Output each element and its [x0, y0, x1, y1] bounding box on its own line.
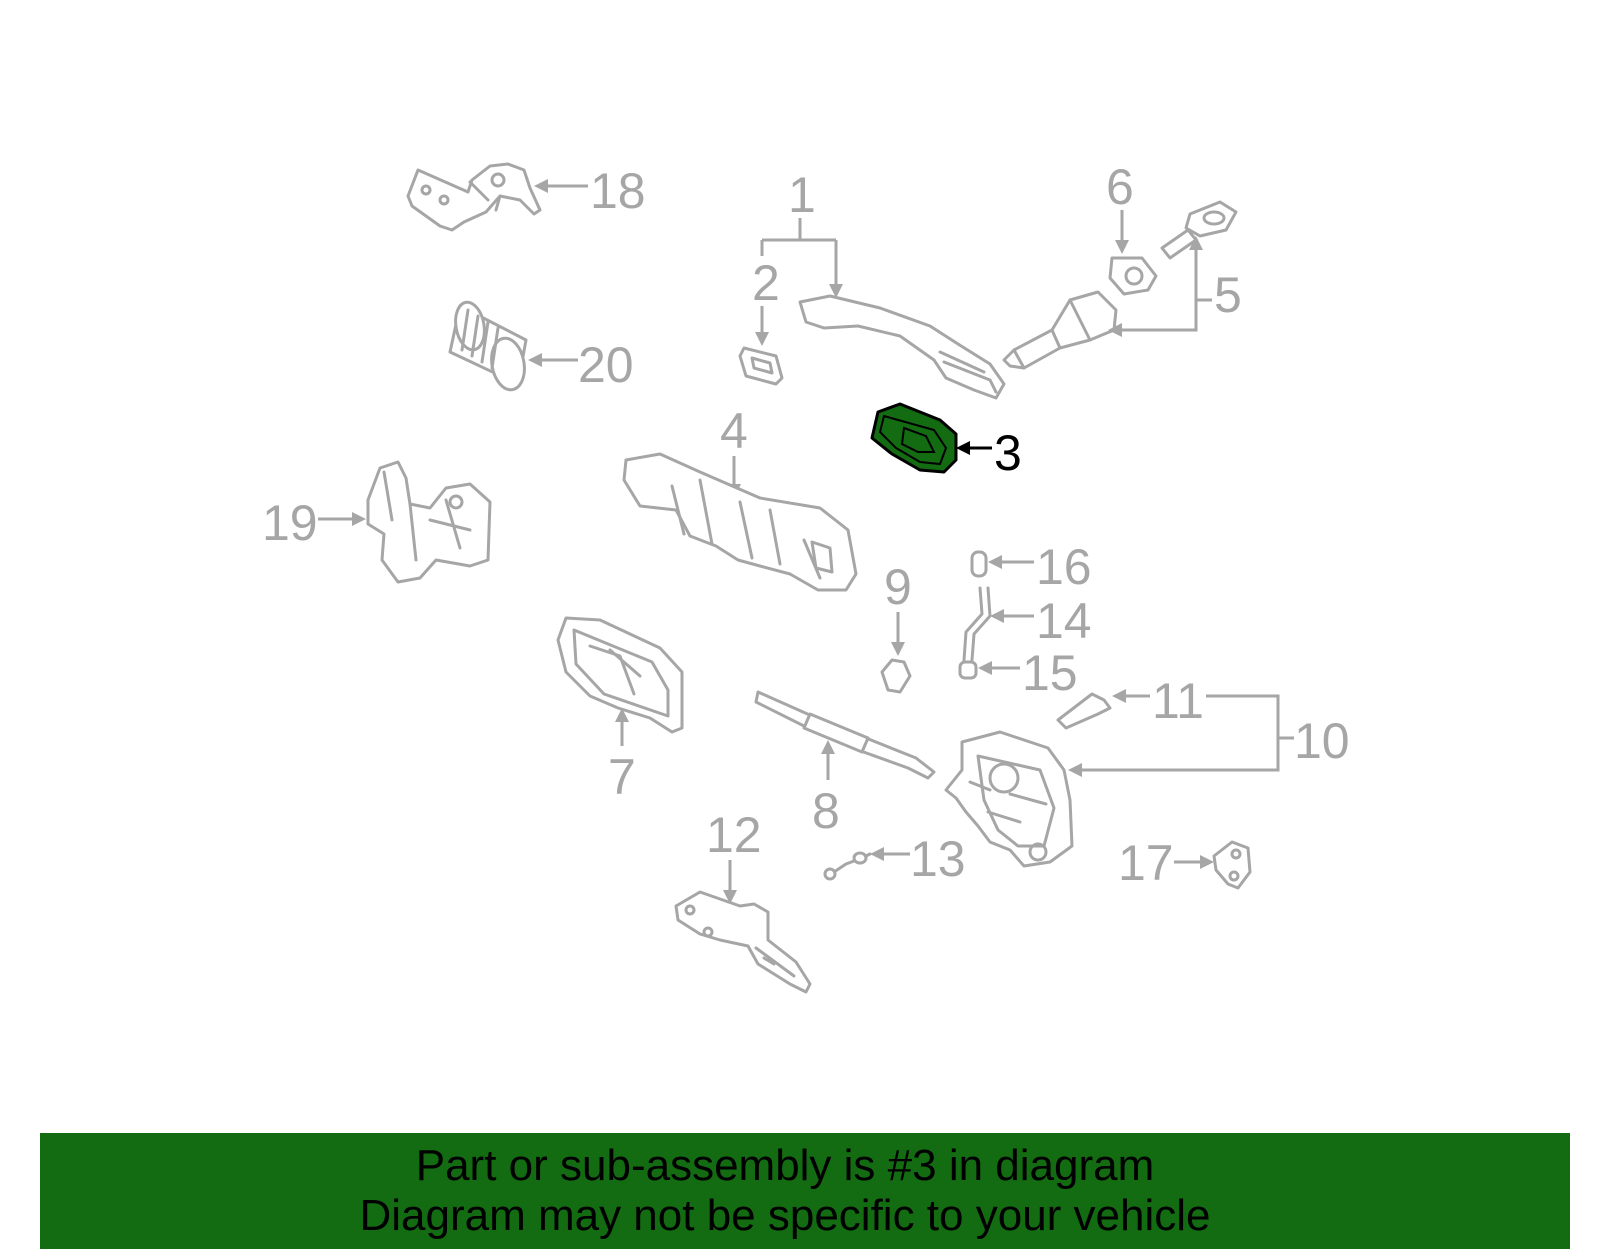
arrow-12 [723, 890, 737, 904]
callout-10[interactable]: 10 [1294, 713, 1350, 769]
arrow-7 [615, 708, 629, 722]
part-8-release-cable[interactable] [754, 690, 936, 780]
part-13-rod[interactable] [823, 851, 872, 881]
callout-13[interactable]: 13 [910, 831, 966, 887]
part-17-striker[interactable] [1212, 840, 1252, 890]
arrow-5-cylinder [1108, 323, 1122, 337]
arrow-11 [1112, 689, 1126, 703]
callout-17[interactable]: 17 [1118, 835, 1174, 891]
callout-4[interactable]: 4 [720, 403, 748, 459]
arrow-8 [821, 740, 835, 754]
callout-16[interactable]: 16 [1036, 539, 1092, 595]
arrow-19 [352, 512, 366, 526]
part-3-inside-handle-highlighted[interactable] [870, 402, 958, 474]
part-5-lock-cylinder[interactable] [1002, 290, 1118, 370]
leader-5 [1114, 244, 1212, 332]
callout-2[interactable]: 2 [752, 255, 780, 311]
arrow-14 [990, 609, 1004, 623]
leader-1 [760, 218, 838, 290]
part-9-clip[interactable] [880, 658, 912, 694]
leader-10 [1076, 694, 1294, 772]
arrow-3 [956, 441, 970, 455]
callout-19[interactable]: 19 [262, 495, 318, 551]
info-banner: Part or sub-assembly is #3 in diagram Di… [40, 1133, 1570, 1249]
callout-20[interactable]: 20 [578, 337, 634, 393]
arrow-5-key [1189, 236, 1203, 250]
callout-1[interactable]: 1 [788, 167, 816, 223]
part-16-clip[interactable] [970, 550, 988, 578]
part-2-gasket[interactable] [738, 346, 784, 386]
callout-9[interactable]: 9 [884, 559, 912, 615]
arrow-17 [1200, 855, 1214, 869]
arrow-13 [870, 847, 884, 861]
part-4-handle-carrier[interactable] [622, 452, 858, 592]
arrow-15 [978, 661, 992, 675]
part-18-hinge-bracket[interactable] [406, 162, 542, 232]
callout-7[interactable]: 7 [608, 749, 636, 805]
arrow-20 [528, 353, 542, 367]
arrow-18 [534, 179, 548, 193]
part-15-clip[interactable] [958, 660, 978, 680]
part-12-bracket[interactable] [674, 890, 812, 994]
arrow-10 [1068, 763, 1082, 777]
arrow-9 [891, 642, 905, 656]
part-19-hinge[interactable] [366, 460, 492, 584]
callout-3[interactable]: 3 [994, 425, 1022, 481]
part-7-inside-handle-housing[interactable] [556, 616, 684, 734]
callout-14[interactable]: 14 [1036, 593, 1092, 649]
part-10-door-latch[interactable] [944, 730, 1074, 868]
banner-line-disclaimer: Diagram may not be specific to your vehi… [359, 1191, 1211, 1240]
callout-12[interactable]: 12 [706, 807, 762, 863]
callout-18[interactable]: 18 [590, 163, 646, 219]
part-11-lock-rod-clip[interactable] [1056, 692, 1112, 730]
callout-11[interactable]: 11 [1152, 673, 1204, 729]
arrow-2 [755, 332, 769, 346]
part-6-lock-cap[interactable] [1108, 256, 1158, 296]
arrow-16 [988, 555, 1002, 569]
callout-6[interactable]: 6 [1106, 159, 1134, 215]
callout-5[interactable]: 5 [1214, 267, 1242, 323]
arrow-1 [829, 284, 843, 298]
arrow-6 [1115, 240, 1129, 254]
callout-8[interactable]: 8 [812, 783, 840, 839]
part-20-door-boot[interactable] [448, 300, 528, 392]
callout-15[interactable]: 15 [1022, 645, 1078, 701]
part-1-outside-handle[interactable] [798, 294, 1006, 400]
banner-line-part-number: Part or sub-assembly is #3 in diagram [415, 1141, 1155, 1190]
part-14-lock-rod[interactable] [962, 586, 992, 662]
